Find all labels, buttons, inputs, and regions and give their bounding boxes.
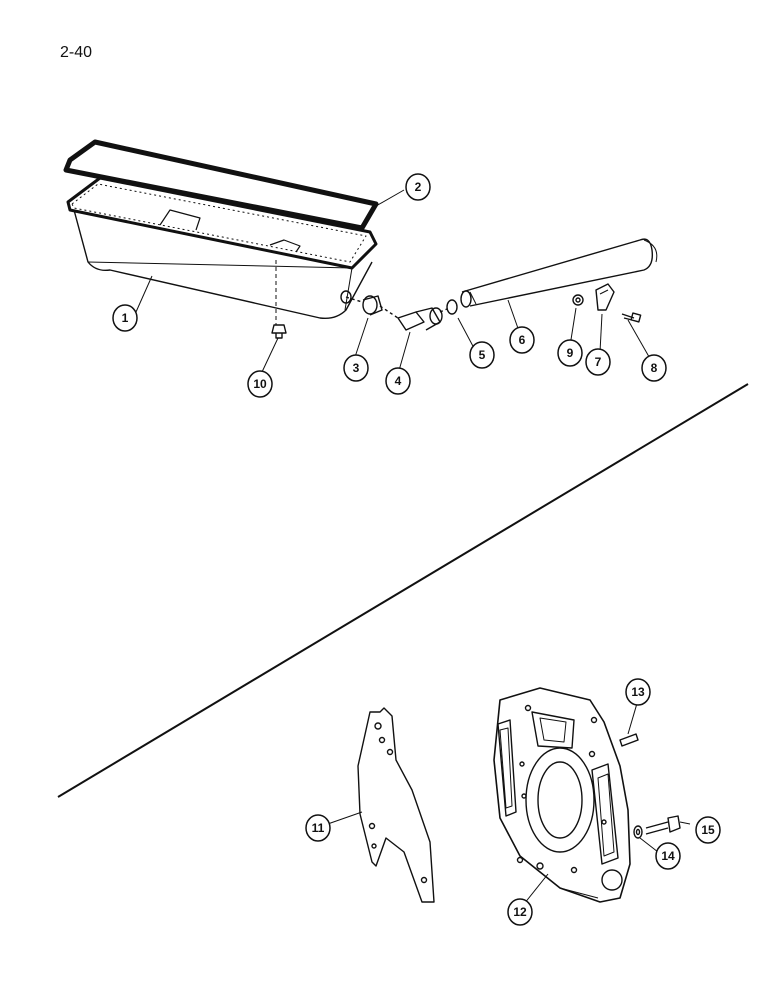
callout-6: 6: [509, 326, 535, 354]
callout-circle: [557, 339, 583, 367]
callout-number: 5: [479, 348, 486, 362]
callout-3: 3: [343, 354, 369, 382]
callout-14: 14: [655, 842, 681, 870]
callout-number: 6: [519, 333, 526, 347]
flywheel-housing: [493, 687, 631, 903]
callout-circle: [112, 304, 138, 332]
callout-circle: [585, 348, 611, 376]
dipstick-tube: [460, 238, 658, 308]
oil-pan-gasket: [63, 139, 379, 231]
tube-clip: [595, 283, 615, 311]
drain-plug: [271, 324, 287, 339]
callout-7: 7: [585, 348, 611, 376]
page-number: 2-40: [60, 44, 93, 61]
rear-plate-gasket: [357, 707, 435, 903]
callout-circle: [509, 326, 535, 354]
callout-number: 10: [253, 377, 267, 391]
callout-number: 15: [701, 823, 715, 837]
callout-15: 15: [695, 816, 721, 844]
callout-1: 1: [112, 304, 138, 332]
oil-pan: [66, 176, 378, 325]
callout-number: 3: [353, 361, 360, 375]
callout-4: 4: [385, 367, 411, 395]
callout-10: 10: [247, 370, 273, 398]
callout-number: 11: [312, 821, 325, 835]
callout-number: 14: [661, 849, 675, 863]
callout-circle: [343, 354, 369, 382]
clip-bolt: [621, 312, 642, 323]
callout-circle: [625, 678, 651, 706]
callout-number: 9: [567, 346, 574, 360]
callout-number: 7: [595, 355, 602, 369]
callout-number: 4: [395, 374, 402, 388]
callout-13: 13: [625, 678, 651, 706]
connector-fitting: [345, 295, 383, 316]
washer: [633, 825, 643, 839]
o-ring: [439, 299, 458, 315]
callout-circle: [641, 354, 667, 382]
callout-circle: [385, 367, 411, 395]
callout-number: 12: [513, 905, 527, 919]
callout-circle: [247, 370, 273, 398]
callout-number: 1: [122, 311, 129, 325]
callout-circle: [305, 814, 331, 842]
callout-number: 2: [415, 180, 422, 194]
leader-lines: [135, 189, 691, 905]
callout-12: 12: [507, 898, 533, 926]
callout-number: 13: [631, 685, 645, 699]
dowel-pin: [619, 733, 639, 747]
callout-9: 9: [557, 339, 583, 367]
callout-5: 5: [469, 341, 495, 369]
callout-2: 2: [405, 173, 431, 201]
callout-circle: [469, 341, 495, 369]
clip-nut: [572, 294, 584, 306]
callout-8: 8: [641, 354, 667, 382]
housing-bolt: [645, 815, 681, 835]
elbow-fitting: [379, 305, 443, 331]
callout-number: 8: [651, 361, 658, 375]
callout-circle: [655, 842, 681, 870]
callout-circle: [507, 898, 533, 926]
section-divider-line: [57, 383, 749, 798]
callout-circle: [405, 173, 431, 201]
callout-circle: [695, 816, 721, 844]
callout-11: 11: [305, 814, 331, 842]
